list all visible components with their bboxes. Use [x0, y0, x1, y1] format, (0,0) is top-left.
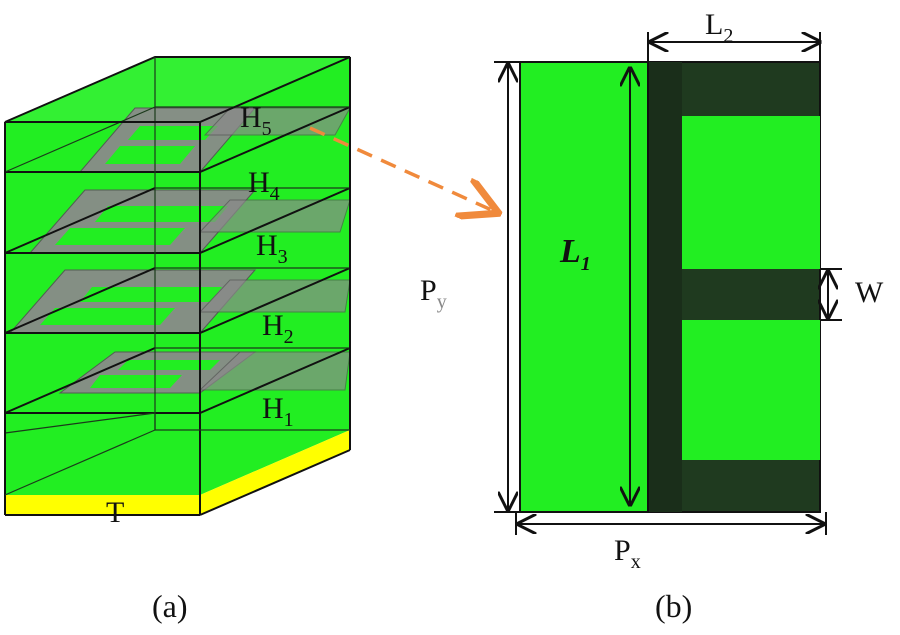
gap-upper [682, 116, 820, 269]
gap-lower [682, 320, 820, 460]
label-w: W [855, 276, 884, 309]
substrate-label-t: T [106, 496, 124, 529]
stack-top-face [5, 57, 350, 122]
panel-a-stack: H5 H4 H3 H2 H1 T (a) [4, 56, 351, 624]
layer-label-h4: H4 [248, 166, 280, 205]
layer-label-h2: H2 [262, 309, 294, 348]
layer-5-pattern [78, 107, 351, 173]
label-px: Px [614, 534, 641, 573]
caption-a: (a) [152, 588, 188, 624]
layer-label-h5: H5 [240, 101, 272, 140]
layer-label-h3: H3 [256, 229, 288, 268]
layer-3-pattern [8, 269, 351, 334]
zoom-arrow [309, 126, 496, 212]
ground-plane-front [5, 495, 200, 515]
label-py: Py [420, 274, 447, 313]
label-l1: L1 [559, 233, 591, 275]
metal-spine [648, 62, 682, 512]
layer-label-h1: H1 [262, 392, 294, 431]
panel-b-unit-cell: L1 L2 W Px Py (b) [420, 8, 884, 624]
ground-plane-side [200, 430, 350, 515]
caption-b: (b) [655, 588, 692, 624]
label-l2: L2 [705, 8, 733, 47]
dielectric-block [519, 61, 649, 513]
stack-outline [4, 56, 351, 516]
layer-2-pattern [58, 351, 351, 394]
